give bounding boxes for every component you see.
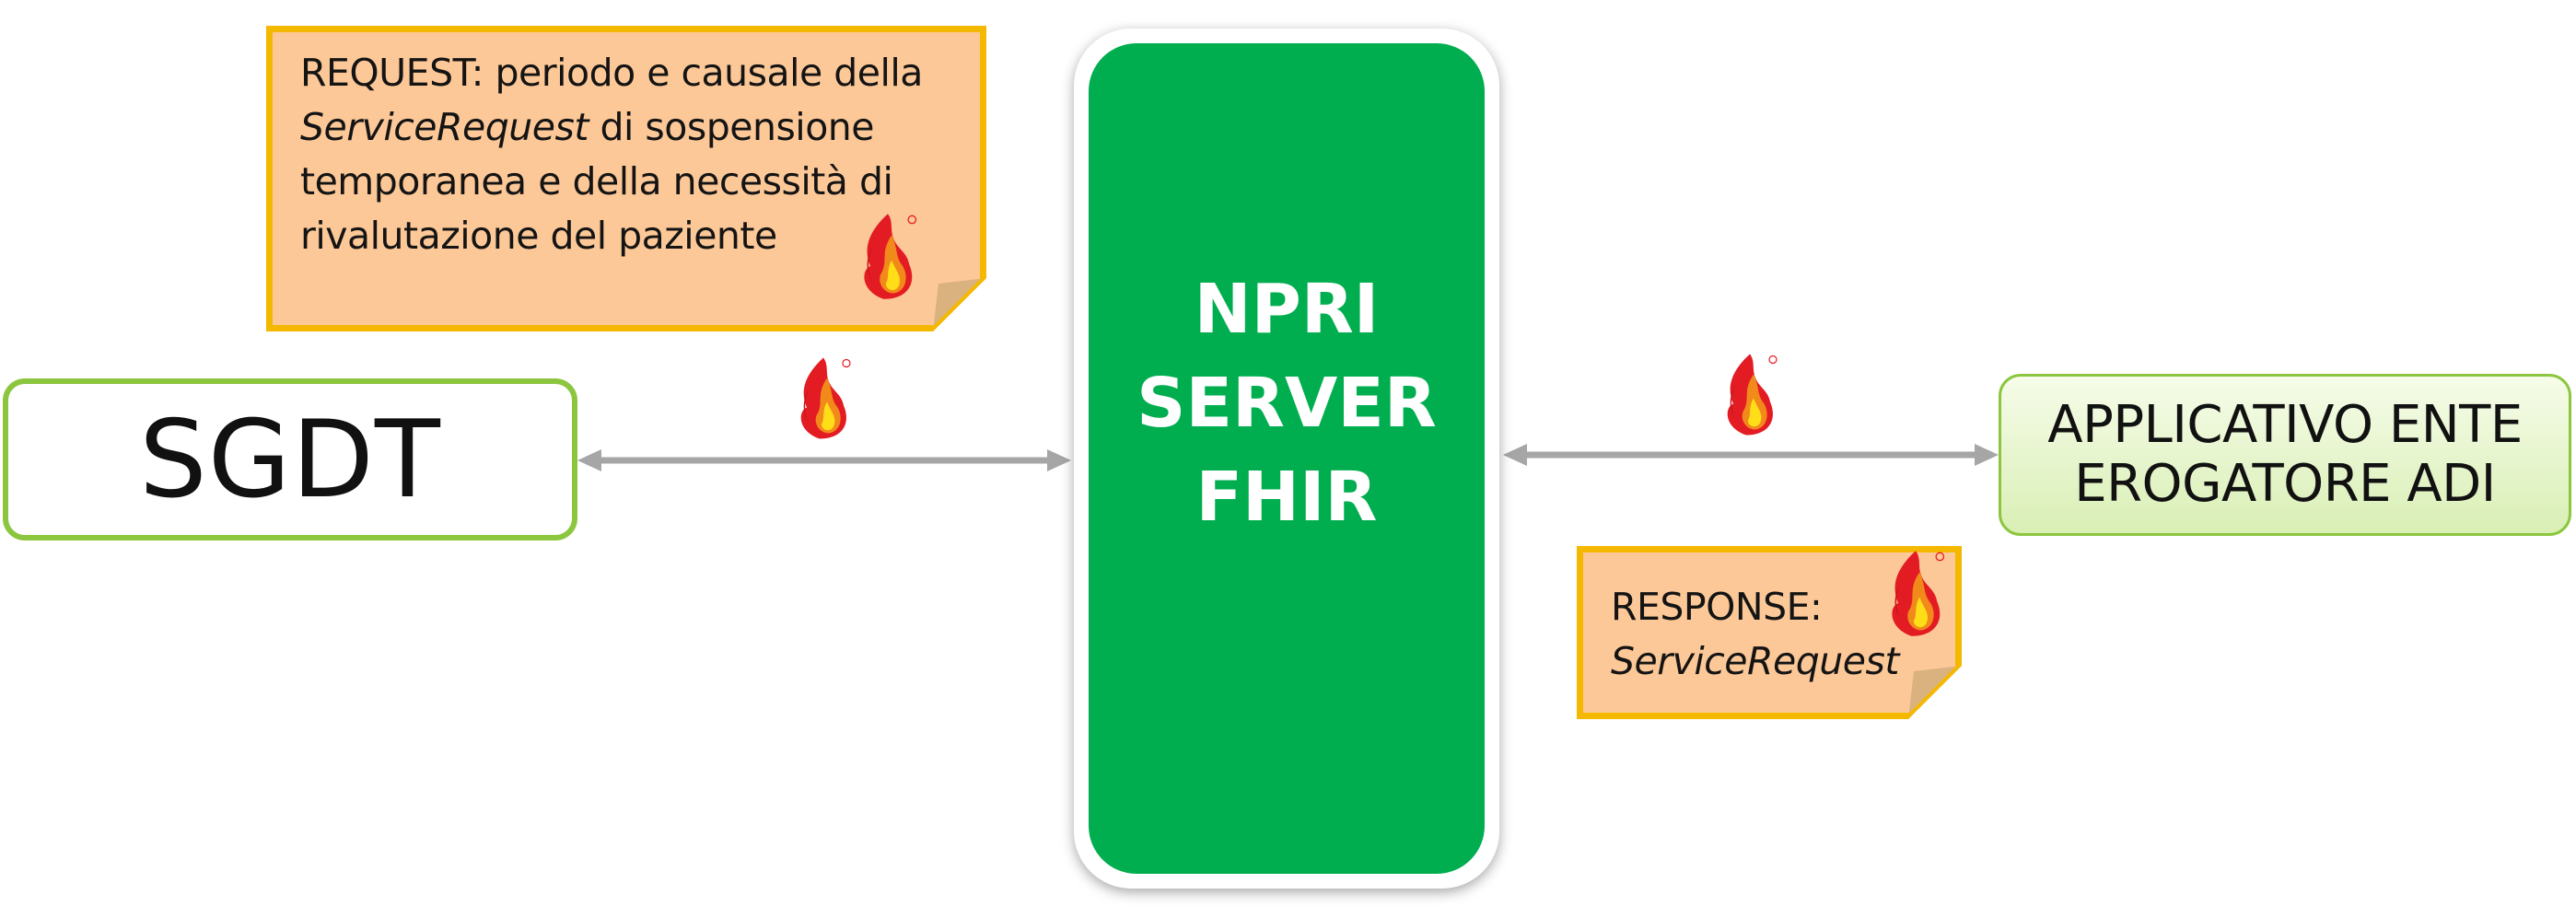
fhir-flame-icon xyxy=(858,210,917,302)
request-line3: temporanea e della necessità di xyxy=(300,159,893,203)
fhir-flame-icon xyxy=(1722,350,1778,438)
sgdt-label: SGDT xyxy=(139,397,441,522)
app-line1: APPLICATIVO ENTE xyxy=(2047,395,2523,455)
sgdt-box: SGDT xyxy=(3,378,577,540)
request-line2-italic: ServiceRequest xyxy=(300,105,589,149)
arrow-sgdt-server xyxy=(577,449,1071,471)
app-line2: EROGATORE ADI xyxy=(2074,454,2496,514)
request-line4: rivalutazione del paziente xyxy=(300,214,777,258)
arrow-server-app xyxy=(1503,444,1999,466)
request-note-text: REQUEST: periodo e causale della Service… xyxy=(300,46,963,263)
request-line1: REQUEST: periodo e causale della xyxy=(300,51,923,95)
npri-server-fhir: NPRI SERVER FHIR xyxy=(1089,43,1485,874)
server-line3: FHIR xyxy=(1195,458,1378,537)
response-line2-italic: ServiceRequest xyxy=(1611,639,1899,683)
server-line1: NPRI xyxy=(1194,270,1380,349)
response-note-text: RESPONSE: ServiceRequest xyxy=(1611,580,1924,689)
request-note xyxy=(266,26,986,331)
fhir-flame-icon xyxy=(1886,547,1945,639)
server-line2: SERVER xyxy=(1136,364,1437,443)
response-line1: RESPONSE: xyxy=(1611,585,1823,629)
fhir-flame-icon xyxy=(796,354,851,442)
response-note xyxy=(1577,546,1962,719)
request-line2-rest: di sospensione xyxy=(588,105,874,149)
note-fold-corner xyxy=(933,278,986,331)
applicativo-ente-box: APPLICATIVO ENTE EROGATORE ADI xyxy=(1999,374,2571,536)
